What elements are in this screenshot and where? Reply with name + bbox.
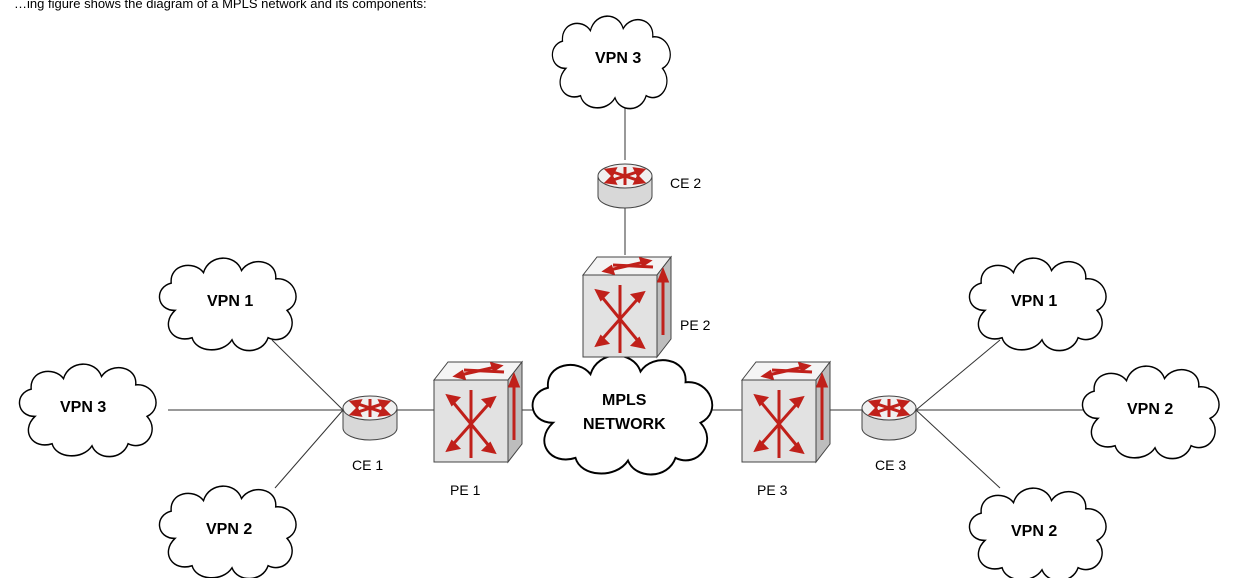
network-links (168, 108, 1085, 489)
cloud-label: VPN 2 (1127, 401, 1173, 418)
router-icon-ce3 (860, 394, 918, 442)
mpls-label-line2: NETWORK (583, 416, 666, 433)
device-label-pe2: PE 2 (680, 317, 711, 333)
cloud-label: VPN 1 (1011, 293, 1057, 310)
cloud-label: VPN 2 (1011, 523, 1057, 540)
switch-icon-pe3 (740, 360, 832, 464)
router-icon-ce1 (341, 394, 399, 442)
cloud-label: VPN 3 (60, 399, 106, 416)
switch-icon-pe2 (581, 255, 673, 359)
cloud-label: VPN 3 (595, 50, 641, 67)
device-label-ce1: CE 1 (352, 457, 383, 473)
figure-caption: …ing figure shows the diagram of a MPLS … (14, 0, 427, 11)
device-label-ce3: CE 3 (875, 457, 906, 473)
mpls-label-line1: MPLS (602, 392, 647, 409)
router-icon-ce2 (596, 162, 654, 210)
device-label-pe3: PE 3 (757, 482, 788, 498)
cloud-label: VPN 1 (207, 293, 253, 310)
switch-icon-pe1 (432, 360, 524, 464)
device-label-pe1: PE 1 (450, 482, 481, 498)
device-label-ce2: CE 2 (670, 175, 701, 191)
cloud-label: VPN 2 (206, 521, 252, 538)
